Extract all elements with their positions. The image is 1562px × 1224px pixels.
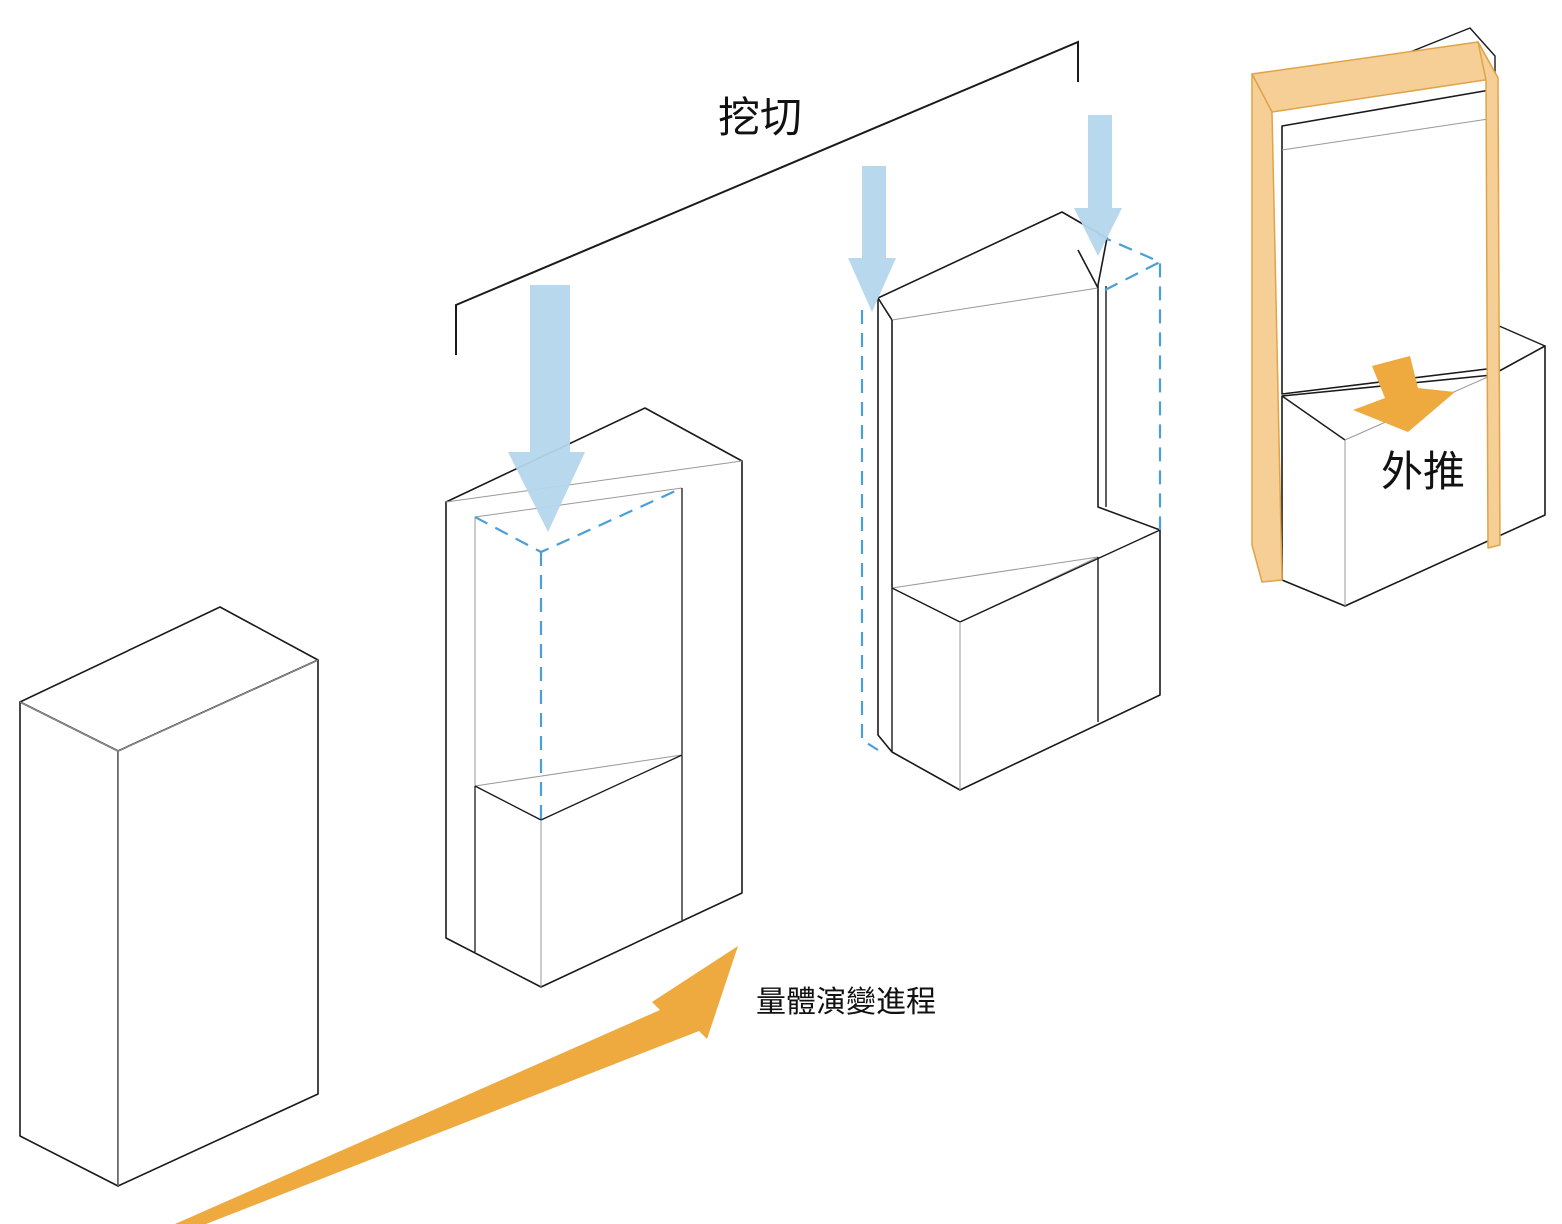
second-cut-arrow-right [1074, 115, 1122, 256]
mass-original-right-face [117, 659, 319, 1187]
mass-original-left-face [19, 701, 119, 1187]
mass-push-out [1251, 27, 1546, 607]
push-out-frame [1251, 41, 1501, 583]
frame-right-post [1477, 41, 1501, 549]
mass-second-cut [848, 115, 1162, 791]
push-out-arrow [1353, 356, 1455, 432]
first-cut-arrow [508, 285, 585, 532]
mass-first-cut [445, 285, 743, 988]
frame-left-post [1251, 73, 1283, 583]
mass-push-out-upper-panel [1281, 89, 1496, 395]
first-cut-dashed-volume [474, 486, 683, 820]
push-out-label: 外推 [1381, 447, 1465, 496]
second-cut-arrow-left [848, 166, 896, 312]
mass-second-cut-tower [877, 211, 1161, 791]
cut-label: 挖切 [718, 93, 802, 142]
cut-bracket [455, 40, 1079, 355]
progression-label: 量體演變進程 [756, 985, 936, 1020]
mass-first-cut-outline [445, 407, 743, 988]
mass-original [19, 606, 319, 1187]
second-cut-dashed-volume [860, 233, 1162, 751]
